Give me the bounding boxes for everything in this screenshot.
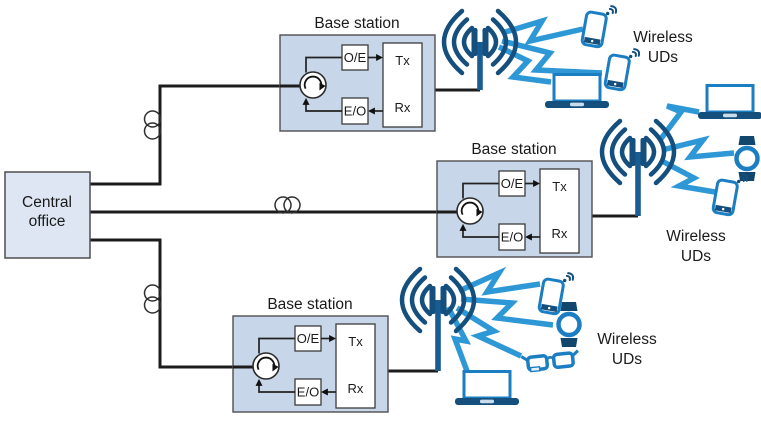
- eo-converter-box: [498, 223, 526, 251]
- tx-label: Tx: [348, 334, 363, 349]
- oe-label: O/E: [297, 331, 320, 346]
- fiber-coil-middle: [274, 196, 301, 214]
- base-station-title: Base station: [471, 141, 556, 158]
- oe-label: O/E: [344, 50, 367, 65]
- lightning-bolt: [658, 157, 716, 195]
- base-station-title: Base station: [267, 296, 352, 313]
- laptop-icon: [543, 73, 611, 110]
- smartwatch-icon: [737, 136, 758, 181]
- circulator-icon: [456, 197, 484, 225]
- wireless-uds-label-line1: Wireless: [597, 331, 657, 348]
- central-office-label-line2: office: [29, 213, 66, 230]
- smart-glasses-icon: [519, 348, 582, 375]
- base-station-top: Base station O/E Tx Rx E/O: [279, 15, 436, 132]
- antenna-mast-middle: [635, 152, 641, 216]
- antenna-mast-bottom: [435, 300, 441, 371]
- lightning-bolt: [661, 135, 735, 161]
- lightning-bolt: [455, 305, 523, 359]
- smartphone-icon: [580, 0, 619, 51]
- lightning-bolt: [445, 305, 472, 372]
- wireless-links: [445, 16, 735, 372]
- base-station-bottom: Base station O/E Tx Rx E/O: [232, 296, 389, 413]
- circulator-icon: [299, 71, 327, 99]
- oe-label: O/E: [501, 176, 524, 191]
- rx-label: Rx: [395, 100, 411, 115]
- laptop-icon: [696, 84, 761, 121]
- eo-label: E/O: [344, 104, 366, 119]
- rx-label: Rx: [552, 226, 568, 241]
- fiber-coil-bottom: [143, 284, 162, 314]
- txrx-box: [539, 168, 580, 254]
- lightning-bolt: [501, 38, 603, 76]
- wireless-uds-label-line1: Wireless: [666, 228, 726, 245]
- fiber-link-bottom: [90, 238, 233, 369]
- eo-label: E/O: [501, 230, 523, 245]
- oe-converter-box: [294, 325, 322, 352]
- fiber-link-top: [90, 84, 280, 186]
- eo-label: E/O: [297, 385, 319, 400]
- eo-converter-box: [294, 378, 322, 406]
- txrx-box: [335, 323, 376, 409]
- wireless-group-top: Wireless UDs: [543, 0, 693, 110]
- antenna-mast-top: [477, 42, 483, 90]
- laptop-icon: [453, 370, 521, 407]
- txrx-box: [382, 42, 423, 128]
- smartwatch-icon: [559, 302, 580, 347]
- smartphone-icon: [603, 43, 642, 94]
- wireless-uds-label-line2: UDs: [648, 49, 678, 66]
- lightning-bolt: [501, 16, 584, 46]
- lightning-bolt: [460, 296, 554, 328]
- central-office-label-line1: Central: [22, 194, 72, 211]
- oe-converter-box: [341, 44, 369, 71]
- lightning-bolt: [657, 103, 700, 142]
- base-station-title: Base station: [314, 15, 399, 32]
- wireless-group-bottom: Wireless UDs: [453, 267, 657, 407]
- rx-label: Rx: [348, 381, 364, 396]
- lightning-bolt: [457, 266, 541, 296]
- smartphone-icon: [711, 168, 750, 219]
- wireless-group-middle: Wireless UDs: [666, 84, 761, 265]
- circulator-icon: [252, 352, 280, 380]
- base-station-middle: Base station O/E Tx Rx E/O: [436, 141, 593, 258]
- tx-label: Tx: [552, 179, 567, 194]
- wireless-uds-label-line2: UDs: [612, 351, 642, 368]
- central-office-box: Central office: [4, 171, 91, 259]
- wireless-uds-label-line2: UDs: [681, 248, 711, 265]
- wireless-uds-label-line1: Wireless: [633, 29, 693, 46]
- tx-label: Tx: [395, 53, 410, 68]
- fiber-coil-top: [143, 110, 162, 140]
